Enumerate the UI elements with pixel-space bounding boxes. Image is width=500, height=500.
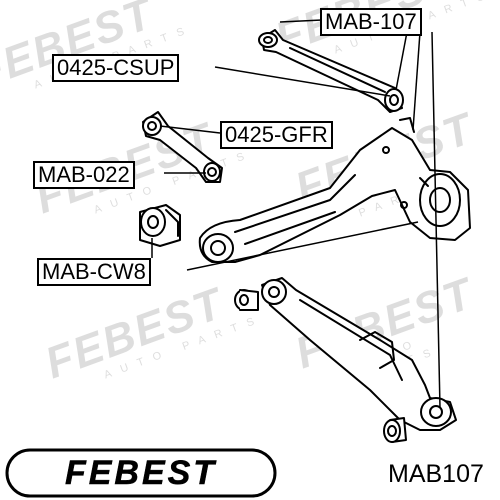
leader-lines bbox=[151, 19, 441, 409]
lower-control-arm bbox=[261, 277, 457, 431]
febest-logo: FEBEST bbox=[5, 448, 277, 498]
upper-control-arm bbox=[258, 29, 404, 113]
callout-0425-gfr: 0425-GFR bbox=[220, 121, 333, 149]
callout-mab-022: MAB-022 bbox=[33, 161, 135, 189]
trailing-arm bbox=[198, 117, 471, 263]
bushing-cw8 bbox=[139, 204, 181, 247]
loose-bushing-left bbox=[234, 289, 259, 311]
callout-mab-cw8: MAB-CW8 bbox=[37, 258, 151, 286]
callout-mab-107: MAB-107 bbox=[320, 8, 422, 36]
febest-logo-text: FEBEST bbox=[65, 454, 217, 492]
loose-bushing-right bbox=[383, 417, 407, 443]
part-number: MAB107 bbox=[388, 460, 484, 488]
callout-0425-csup: 0425-CSUP bbox=[52, 54, 180, 82]
middle-link-arm bbox=[142, 111, 223, 183]
